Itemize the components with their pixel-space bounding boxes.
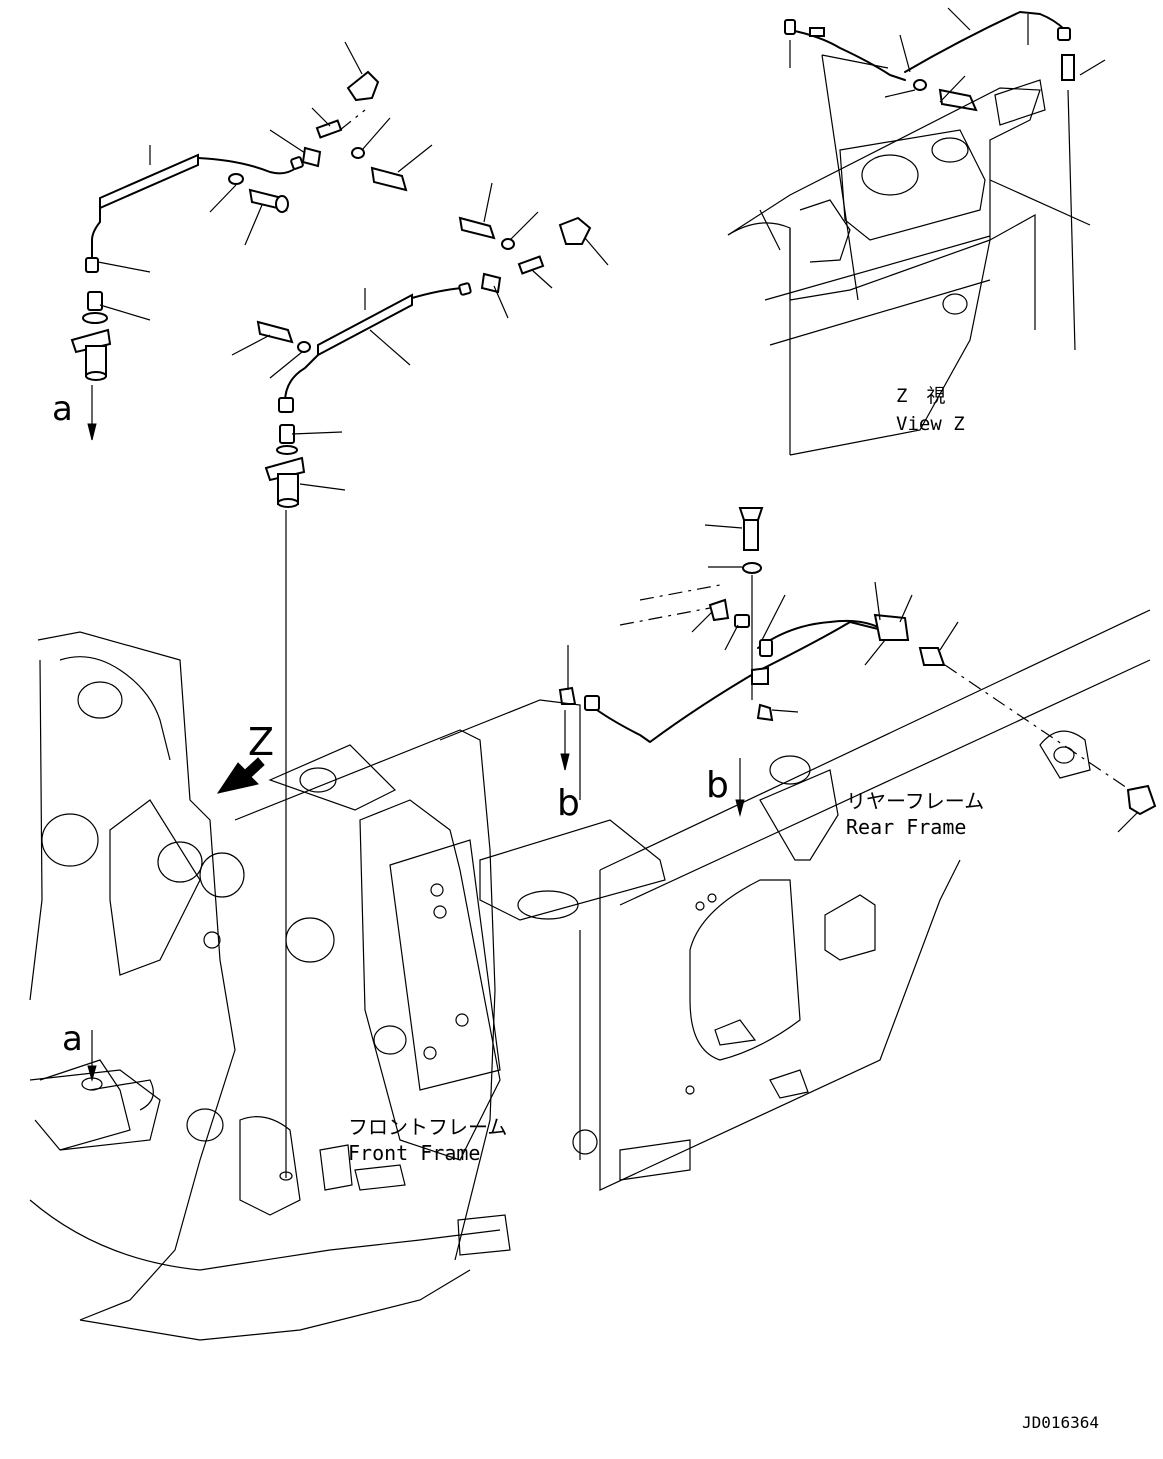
view-z-jp-label: Z 視 (896, 385, 945, 407)
lube-tube-assembly-center (231, 182, 609, 1178)
front-frame-jp-label: フロントフレーム (348, 1115, 507, 1139)
ref-a-top-label: a (52, 389, 73, 429)
arrow-z-label: Z (248, 720, 274, 764)
rear-frame-en-label: Rear Frame (846, 815, 966, 839)
lube-tube-assembly-left (70, 41, 433, 441)
ref-a-bottom-label: a (62, 1019, 83, 1059)
ref-b-left-label: b (557, 783, 580, 824)
drawing-id: JD016364 (1022, 1413, 1099, 1432)
view-z-detail (727, 7, 1106, 456)
rear-frame-jp-label: リヤーフレーム (846, 789, 984, 813)
view-arrow-z-icon (216, 757, 265, 794)
ref-a-bottom-arrow-icon (87, 1030, 97, 1082)
front-frame-en-label: Front Frame (348, 1141, 480, 1165)
view-z-en-label: View Z (896, 413, 965, 435)
front-frame-outline (29, 631, 666, 1341)
lube-tube-assembly-rear (558, 507, 1157, 833)
ref-b-right-label: b (706, 765, 729, 806)
rear-frame-outline (572, 609, 1151, 1191)
